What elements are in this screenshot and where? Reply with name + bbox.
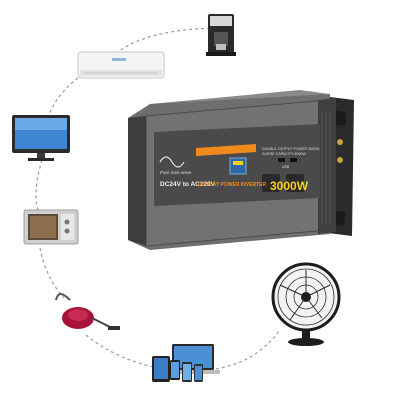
coffee-machine-icon [206, 14, 236, 56]
spec-line-2: SURGE CAPACITY 6000W [262, 152, 306, 156]
usb-label: USB [282, 165, 290, 169]
wave-label: Pure Sine wave [160, 170, 192, 175]
ac-outlet [286, 174, 304, 192]
spec-line-1: DOUBLE OUTPUT POWER 3000W [262, 147, 320, 151]
monitor-icon [12, 115, 70, 161]
ac-outlet [262, 174, 280, 192]
sine-wave-icon [159, 156, 185, 168]
vacuum-cleaner-icon [55, 293, 120, 330]
model-label: DISPLAY POWER INVERTER [198, 182, 266, 188]
electric-fan-icon [271, 262, 341, 346]
usb-port [278, 158, 285, 162]
power-label: 3000W [270, 179, 309, 193]
microwave-icon [23, 209, 79, 245]
air-conditioner-icon [77, 51, 165, 79]
voltage-label: DC24V to AC220V [160, 181, 216, 188]
laptop-phones-icon [152, 344, 220, 382]
usb-port [290, 158, 297, 162]
power-inverter: Pure Sine wave DC24V to AC220V DOUBLE OU… [128, 90, 354, 250]
display-screen [229, 157, 247, 175]
